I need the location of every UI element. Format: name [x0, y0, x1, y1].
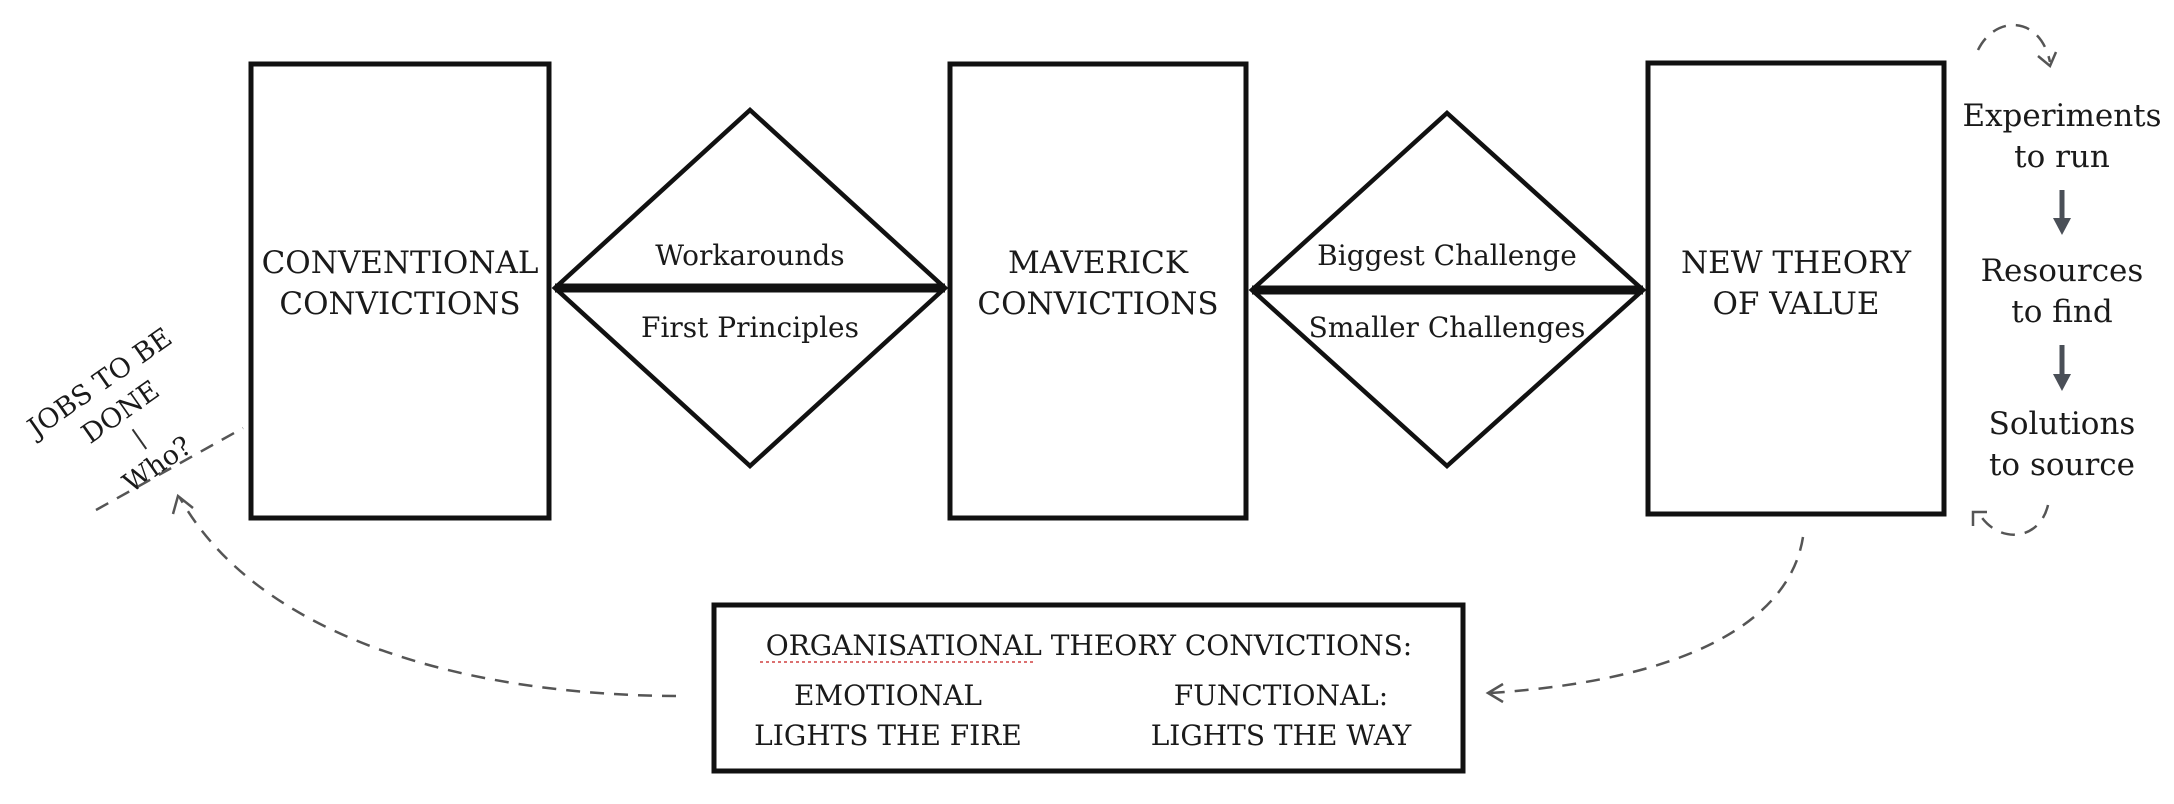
conventional-line2: CONVICTIONS	[279, 286, 520, 322]
workarounds-label: Workarounds	[655, 239, 844, 272]
new-theory-line2: OF VALUE	[1712, 286, 1879, 322]
emotional-line1: EMOTIONAL	[794, 679, 982, 712]
maverick-line1: MAVERICK	[1008, 245, 1189, 281]
biggest-challenge-label: Biggest Challenge	[1317, 239, 1577, 272]
loop-top-arrowhead-icon	[2037, 51, 2058, 69]
down-arrowhead-icon	[2053, 218, 2071, 235]
down-arrowhead-icon	[2053, 374, 2071, 391]
loop-top-arrow	[1976, 24, 2052, 63]
emotional-line2: LIGHTS THE FIRE	[754, 719, 1022, 752]
challenges-diamond: Biggest Challenge Smaller Challenges	[1248, 109, 1647, 470]
solutions-line1: Solutions	[1989, 406, 2136, 442]
who-label: Who?	[118, 430, 198, 499]
functional-line1: FUNCTIONAL:	[1174, 679, 1388, 712]
conventional-convictions-box: CONVENTIONAL CONVICTIONS	[248, 61, 552, 521]
solutions-line2: to source	[1989, 447, 2135, 483]
loop-bottom-arrow	[1978, 504, 2050, 536]
org-to-jobs-arrow	[178, 497, 677, 698]
loop-bottom-arrowhead-icon	[1971, 510, 1987, 526]
jobs-connector	[131, 428, 148, 450]
new-theory-to-org-arrow	[1489, 536, 1805, 695]
jobs-dashed-line	[95, 426, 244, 512]
smaller-challenges-label: Smaller Challenges	[1309, 311, 1586, 344]
maverick-convictions-box: MAVERICK CONVICTIONS	[947, 61, 1249, 521]
organisational-title: ORGANISATIONAL THEORY CONVICTIONS:	[766, 629, 1412, 662]
jobs-to-be-done-label: JOBS TO BE DONE Who?	[20, 322, 198, 499]
maverick-line2: CONVICTIONS	[977, 286, 1218, 322]
organisational-convictions-box: ORGANISATIONAL THEORY CONVICTIONS: EMOTI…	[711, 602, 1466, 774]
conventional-line1: CONVENTIONAL	[262, 245, 539, 281]
experiments-line1: Experiments	[1962, 98, 2161, 134]
functional-line2: LIGHTS THE WAY	[1151, 719, 1412, 752]
resources-line1: Resources	[1981, 253, 2144, 289]
experiment-cycle: Experiments to run Resources to find Sol…	[1962, 24, 2162, 536]
org-to-jobs-arrowhead-icon	[171, 493, 194, 515]
experiments-line2: to run	[2014, 139, 2110, 175]
first-principles-label: First Principles	[641, 311, 859, 344]
new-theory-line1: NEW THEORY	[1681, 245, 1912, 281]
workarounds-diamond: Workarounds First Principles	[551, 106, 949, 470]
resources-line2: to find	[2011, 294, 2112, 330]
new-theory-to-org-arrowhead-icon	[1485, 682, 1504, 704]
new-theory-box: NEW THEORY OF VALUE	[1645, 60, 1947, 517]
